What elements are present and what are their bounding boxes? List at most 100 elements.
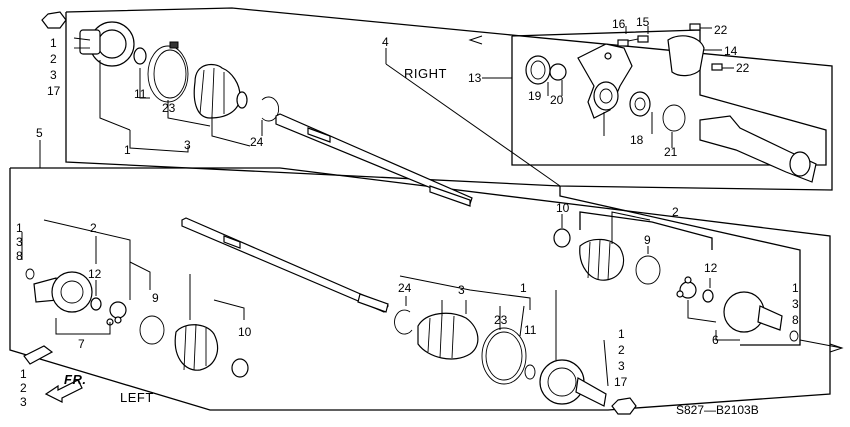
callout-10: 10 bbox=[556, 201, 570, 215]
bolt-16 bbox=[617, 39, 629, 47]
callout-4: 4 bbox=[382, 35, 389, 49]
callout-19: 19 bbox=[528, 89, 542, 103]
boot-band-9-right bbox=[635, 255, 661, 285]
callout-9: 9 bbox=[152, 291, 159, 305]
snap-ring-21 bbox=[662, 104, 686, 132]
right-long-shaft bbox=[275, 113, 473, 207]
snap-ring-24-left bbox=[394, 309, 413, 335]
callout-3: 3 bbox=[458, 283, 465, 297]
callout-3: 3 bbox=[618, 359, 625, 373]
callouts-lower-right: 10 2 9 12 1 3 8 6 bbox=[556, 201, 799, 347]
callout-2: 2 bbox=[672, 205, 679, 219]
callout-1: 1 bbox=[16, 221, 23, 235]
callout-17: 17 bbox=[614, 375, 628, 389]
left-long-shaft bbox=[181, 217, 389, 313]
callout-14: 14 bbox=[724, 44, 738, 58]
ring-8-left bbox=[25, 268, 35, 280]
callout-22: 22 bbox=[714, 23, 728, 37]
intermediate-shaft bbox=[699, 115, 817, 183]
callout-1: 1 bbox=[618, 327, 625, 341]
ring-12-left bbox=[90, 297, 102, 311]
boot-band-23-left bbox=[481, 327, 527, 385]
outboard-joint-left bbox=[539, 359, 607, 407]
callout-11: 11 bbox=[524, 323, 537, 337]
callout-12: 12 bbox=[704, 261, 718, 275]
boot-left-outboard bbox=[417, 312, 479, 360]
callout-24: 24 bbox=[250, 135, 264, 149]
boot-left-inboard bbox=[174, 323, 219, 371]
callout-10: 10 bbox=[238, 325, 252, 339]
callout-8: 8 bbox=[792, 313, 799, 327]
diagram-code: S827—B2103B bbox=[676, 403, 759, 417]
callout-16: 16 bbox=[612, 17, 626, 31]
boot-right-inboard bbox=[579, 238, 625, 281]
snap-ring-24-top bbox=[261, 96, 280, 122]
callout-2: 2 bbox=[50, 52, 57, 66]
callout-3: 3 bbox=[50, 68, 57, 82]
front-direction-arrow bbox=[44, 379, 83, 403]
callout-23: 23 bbox=[494, 313, 508, 327]
right-label: RIGHT bbox=[404, 66, 447, 81]
inboard-joint-right bbox=[723, 291, 783, 333]
callout-18: 18 bbox=[630, 133, 644, 147]
callout-1: 1 bbox=[520, 281, 527, 295]
frame-arrow-bottom-right bbox=[799, 339, 844, 353]
frame-arrow-top-right bbox=[468, 35, 483, 45]
right-outboard-cv-joint bbox=[73, 21, 135, 67]
callout-13: 13 bbox=[468, 71, 482, 85]
boot-top bbox=[193, 63, 248, 119]
outboard-nut-left bbox=[611, 397, 637, 415]
right-outboard-nut bbox=[41, 11, 67, 29]
bearing-18 bbox=[629, 91, 651, 117]
callout-24: 24 bbox=[398, 281, 412, 295]
right-inboard-joint-box bbox=[559, 186, 801, 346]
left-label: LEFT bbox=[120, 390, 154, 405]
callout-2: 2 bbox=[90, 221, 97, 235]
callout-1: 1 bbox=[124, 143, 131, 157]
callout-6: 6 bbox=[712, 333, 719, 347]
boot-band-23-top bbox=[147, 41, 189, 103]
callout-2: 2 bbox=[20, 381, 27, 395]
callout-17: 17 bbox=[47, 84, 61, 98]
bolt-22b bbox=[711, 63, 723, 71]
damper-7 bbox=[23, 345, 54, 365]
callout-3: 3 bbox=[184, 138, 191, 152]
callout-22: 22 bbox=[736, 61, 750, 75]
ring-11 bbox=[133, 47, 147, 65]
callout-20: 20 bbox=[550, 93, 564, 107]
callout-11: 11 bbox=[134, 87, 147, 101]
callout-3: 3 bbox=[16, 235, 23, 249]
spider-left bbox=[106, 301, 127, 326]
callout-15: 15 bbox=[636, 15, 650, 29]
bolt-22a bbox=[689, 23, 701, 31]
boot-band-9-left bbox=[139, 315, 165, 345]
callout-2: 2 bbox=[618, 343, 625, 357]
callout-1: 1 bbox=[20, 367, 27, 381]
left-driveshaft-frame bbox=[9, 140, 831, 411]
boot-band-10-left bbox=[231, 358, 249, 378]
callout-9: 9 bbox=[644, 233, 651, 247]
callouts-top-left: 1 2 3 17 11 23 1 3 24 4 5 bbox=[36, 35, 389, 157]
ring-8-right bbox=[789, 330, 799, 342]
callouts-lower-middle: 24 3 1 23 11 1 2 3 17 bbox=[398, 281, 628, 389]
leader-lines bbox=[21, 26, 740, 387]
callout-1: 1 bbox=[792, 281, 799, 295]
right-driveshaft-frame bbox=[65, 7, 833, 191]
callout-3: 3 bbox=[792, 297, 799, 311]
boot-band-10-right bbox=[553, 228, 571, 248]
spider-right bbox=[676, 276, 697, 299]
front-label: FR. bbox=[64, 372, 86, 387]
callout-3: 3 bbox=[20, 395, 27, 409]
callouts-lower-left: 1 3 8 2 12 9 10 7 1 2 3 bbox=[16, 221, 252, 409]
callout-12: 12 bbox=[88, 267, 102, 281]
inboard-joint-left bbox=[33, 271, 93, 313]
ring-11-left bbox=[524, 364, 536, 380]
callout-21: 21 bbox=[664, 145, 678, 159]
boot-19 bbox=[525, 55, 551, 85]
bracket-14 bbox=[667, 35, 705, 77]
callout-23: 23 bbox=[162, 101, 176, 115]
ring-12-right bbox=[702, 289, 714, 303]
bolt-15 bbox=[627, 35, 649, 43]
callouts-top-right: 13 16 15 22 14 22 19 20 18 21 bbox=[468, 15, 750, 159]
